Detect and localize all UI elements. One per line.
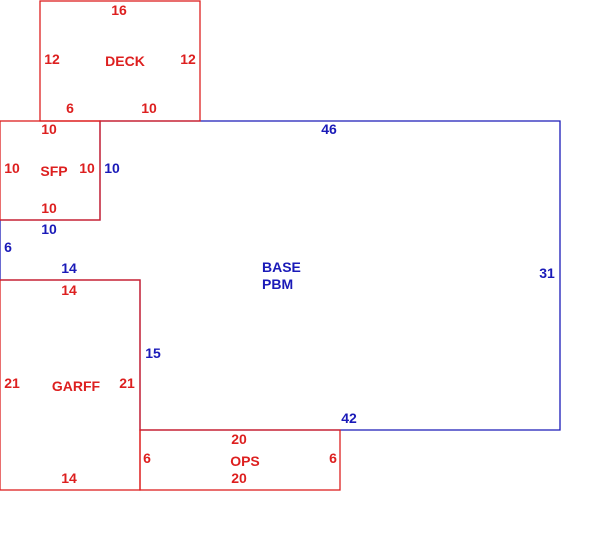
ops-name: OPS xyxy=(230,453,260,469)
base-dim-right: 31 xyxy=(539,265,555,281)
base-dim-notch-right: 10 xyxy=(104,160,120,176)
garff-dim-bottom: 14 xyxy=(61,470,77,486)
deck-outline xyxy=(39,0,201,122)
sfp-dim-bottom: 10 xyxy=(41,200,57,216)
sfp-name: SFP xyxy=(40,163,67,179)
sfp-dim-right: 10 xyxy=(79,160,95,176)
base-name-line1: BASE xyxy=(262,259,301,275)
ops-outline xyxy=(139,429,341,491)
deck-dim-bottom-left: 6 xyxy=(66,100,74,116)
base-dim-notch-bottom: 10 xyxy=(41,221,57,237)
base-dim-step-horizontal: 14 xyxy=(61,260,77,276)
deck-dim-right: 12 xyxy=(180,51,196,67)
garff-dim-top: 14 xyxy=(61,282,77,298)
ops-dim-right: 6 xyxy=(329,450,337,466)
garff-dim-right: 21 xyxy=(119,375,135,391)
sfp-dim-top: 10 xyxy=(41,121,57,137)
ops-dim-bottom: 20 xyxy=(231,470,247,486)
garff-outline xyxy=(0,279,141,491)
deck-dim-top: 16 xyxy=(111,2,127,18)
base-dim-left-upper: 6 xyxy=(4,239,12,255)
deck-dim-bottom-right: 10 xyxy=(141,100,157,116)
ops-dim-left: 6 xyxy=(143,450,151,466)
ops-dim-top: 20 xyxy=(231,431,247,447)
sfp-outline xyxy=(0,120,101,221)
sfp-dim-left: 10 xyxy=(4,160,20,176)
garff-dim-left: 21 xyxy=(4,375,20,391)
deck-dim-left: 12 xyxy=(44,51,60,67)
garff-name: GARFF xyxy=(52,378,101,394)
base-dim-left-lower: 15 xyxy=(145,345,161,361)
base-name-line2: PBM xyxy=(262,276,293,292)
deck-name: DECK xyxy=(105,53,145,69)
base-dim-bottom: 42 xyxy=(341,410,357,426)
base-dim-top: 46 xyxy=(321,121,337,137)
